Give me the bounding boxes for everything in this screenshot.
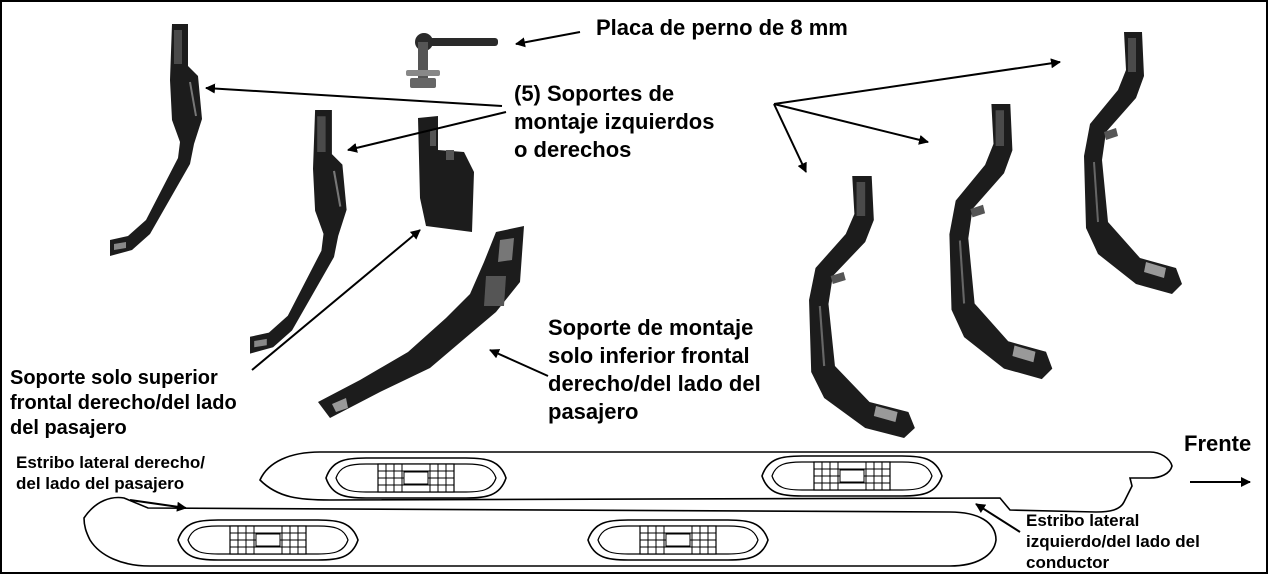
running-board-icon [259, 451, 1173, 513]
bracket-icon [318, 226, 524, 418]
running-board-icon [83, 496, 997, 567]
arrow-bracket-left-2 [347, 111, 507, 153]
front-label: Frente [1184, 431, 1252, 456]
bracket-icon [1083, 31, 1183, 295]
bracket-icon [109, 23, 203, 257]
bracket-icon [807, 174, 916, 440]
arrow-front-upper [251, 229, 421, 371]
arrow-bolt-plate [515, 31, 581, 48]
mount-brackets-label: (5) Soportes de montaje izquierdos o der… [514, 81, 715, 162]
front-upper-bracket-label: Soporte solo superior frontal derecho/de… [10, 367, 237, 439]
passenger-step-label: Estribo lateral derecho/ del lado del pa… [16, 453, 205, 493]
bolt-plate-label: Placa de perno de 8 mm [596, 15, 848, 40]
arrow-front-lower [489, 349, 549, 377]
arrow-bracket-left-1 [205, 83, 503, 107]
arrow-bracket-right-1 [773, 58, 1061, 105]
bolt-icon [406, 33, 498, 88]
arrow-driver-step [975, 503, 1021, 533]
front-lower-bracket-label: Soporte de montaje solo inferior frontal… [548, 315, 761, 424]
arrow-passenger-step [129, 499, 187, 512]
arrow-bracket-right-2 [773, 103, 929, 145]
driver-step-label: Estribo lateral izquierdo/del lado del c… [1026, 511, 1200, 572]
small-bracket-icon [418, 116, 474, 232]
bracket-icon [948, 102, 1054, 381]
bracket-icon [248, 108, 348, 355]
arrow-bracket-right-3 [773, 103, 807, 173]
